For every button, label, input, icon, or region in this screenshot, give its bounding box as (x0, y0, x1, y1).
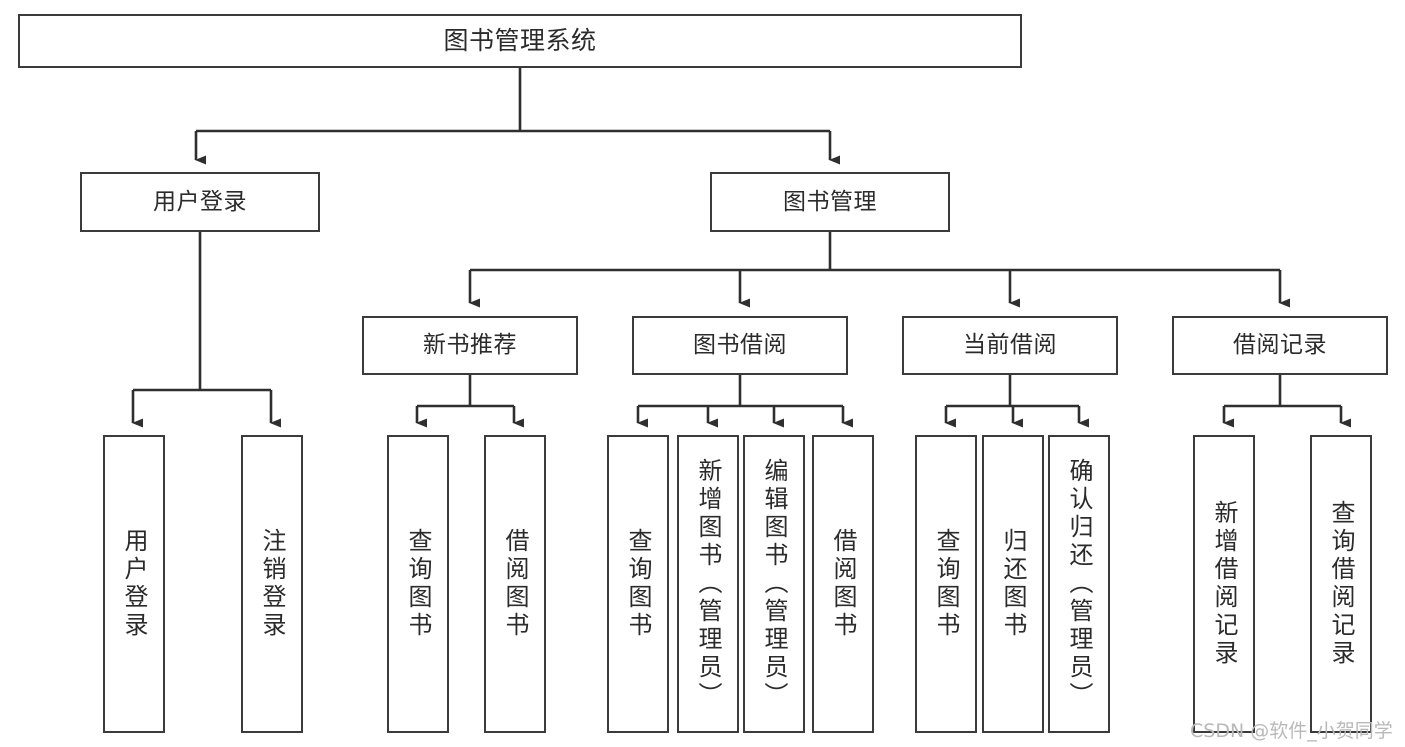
node-leaf-logout[interactable]: 注销登录 (241, 435, 303, 733)
node-leaf-confirm-return[interactable]: 确认归还（管理员） (1048, 435, 1110, 733)
node-current-borrow[interactable]: 当前借阅 (902, 316, 1118, 375)
node-leaf-add-record-label: 新增借阅记录 (1210, 500, 1238, 668)
node-leaf-query-record[interactable]: 查询借阅记录 (1310, 435, 1372, 733)
node-leaf-user-login-label: 用户登录 (120, 528, 148, 640)
node-borrow-record[interactable]: 借阅记录 (1172, 316, 1388, 375)
node-leaf-return-book[interactable]: 归还图书 (982, 435, 1044, 733)
node-new-book-rec[interactable]: 新书推荐 (362, 316, 578, 375)
node-book-borrow[interactable]: 图书借阅 (632, 316, 848, 375)
node-user-login-label: 用户登录 (153, 188, 247, 215)
node-leaf-borrow-book-2[interactable]: 借阅图书 (812, 435, 874, 733)
node-leaf-borrow-book-1[interactable]: 借阅图书 (484, 435, 546, 733)
node-leaf-add-record[interactable]: 新增借阅记录 (1193, 435, 1255, 733)
csdn-watermark: CSDN @软件_小贺同学 (1190, 720, 1393, 742)
node-leaf-query-book-3-label: 查询图书 (932, 528, 960, 640)
node-borrow-record-label: 借阅记录 (1233, 332, 1327, 359)
node-leaf-borrow-book-2-label: 借阅图书 (829, 528, 857, 640)
node-leaf-query-book-1[interactable]: 查询图书 (387, 435, 449, 733)
node-leaf-confirm-return-label: 确认归还（管理员） (1065, 458, 1093, 710)
node-leaf-user-login[interactable]: 用户登录 (103, 435, 165, 733)
node-new-book-rec-label: 新书推荐 (423, 332, 517, 359)
node-leaf-logout-label: 注销登录 (258, 528, 286, 640)
node-leaf-query-book-2[interactable]: 查询图书 (607, 435, 669, 733)
node-current-borrow-label: 当前借阅 (963, 332, 1057, 359)
node-user-login[interactable]: 用户登录 (80, 172, 320, 232)
node-leaf-edit-book[interactable]: 编辑图书（管理员） (743, 435, 805, 733)
node-root-label: 图书管理系统 (443, 25, 597, 55)
node-book-manage-label: 图书管理 (783, 188, 877, 215)
node-leaf-query-book-3[interactable]: 查询图书 (915, 435, 977, 733)
node-leaf-query-record-label: 查询借阅记录 (1327, 500, 1355, 668)
node-leaf-query-book-2-label: 查询图书 (624, 528, 652, 640)
node-root[interactable]: 图书管理系统 (18, 14, 1022, 68)
node-leaf-add-book[interactable]: 新增图书（管理员） (677, 435, 739, 733)
node-leaf-query-book-1-label: 查询图书 (404, 528, 432, 640)
node-leaf-add-book-label: 新增图书（管理员） (694, 458, 722, 710)
node-leaf-edit-book-label: 编辑图书（管理员） (760, 458, 788, 710)
node-book-borrow-label: 图书借阅 (693, 332, 787, 359)
node-leaf-borrow-book-1-label: 借阅图书 (501, 528, 529, 640)
node-leaf-return-book-label: 归还图书 (999, 528, 1027, 640)
node-book-manage[interactable]: 图书管理 (710, 172, 950, 232)
